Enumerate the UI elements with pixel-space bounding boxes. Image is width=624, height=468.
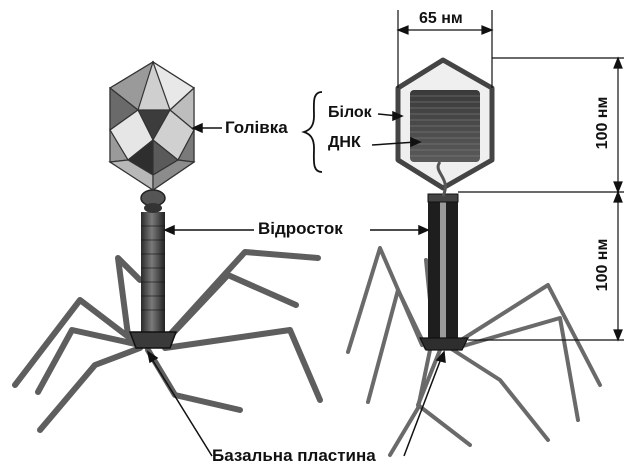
label-width: 65 нм <box>417 10 465 28</box>
right-phage-legs <box>348 248 600 455</box>
label-head-height: 100 нм <box>594 88 612 158</box>
label-protein: Білок <box>328 104 372 122</box>
left-phage-head <box>110 62 194 190</box>
label-base-plate: Базальна пластина <box>212 446 376 466</box>
left-phage-tail <box>141 212 165 332</box>
left-phage-base-plate <box>130 332 176 348</box>
right-phage-tail <box>428 202 440 342</box>
label-head: Голівка <box>225 118 288 138</box>
label-tail-height: 100 нм <box>594 230 612 300</box>
label-dna: ДНК <box>328 134 361 152</box>
label-tail: Відросток <box>258 219 343 239</box>
right-phage <box>348 60 600 455</box>
right-phage-base-plate <box>420 338 468 350</box>
